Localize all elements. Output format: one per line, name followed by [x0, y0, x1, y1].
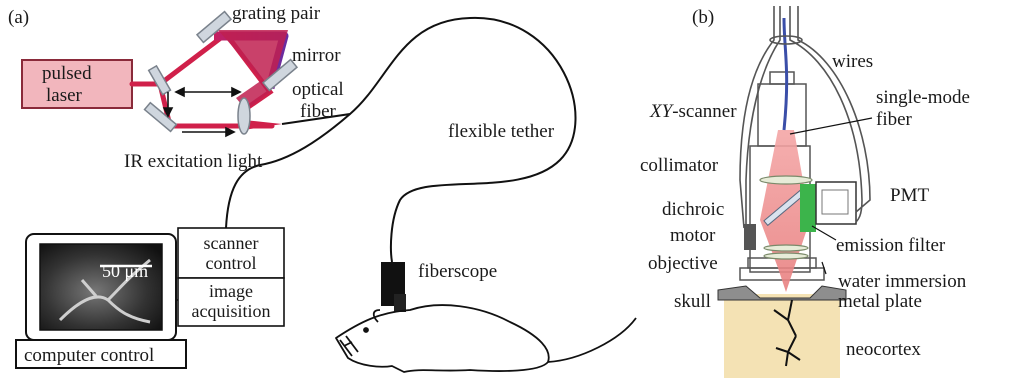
- neocortex-tissue: [724, 294, 840, 378]
- wires-label: wires: [832, 52, 873, 71]
- scale-bar-label: 50 μm: [102, 262, 148, 280]
- panel-a-tag: (a): [8, 8, 29, 27]
- xy-scanner-rest: -scanner: [672, 101, 736, 122]
- optical-fiber-label-1: optical: [292, 80, 344, 99]
- pulsed-laser-label-2: laser: [46, 86, 82, 105]
- emission-filter: [800, 184, 816, 232]
- image-acquisition-label-2: acquisition: [178, 302, 284, 321]
- water-immersion-label: water immersion: [838, 272, 966, 291]
- mirror-label: mirror: [292, 46, 341, 65]
- translation-arrows: [164, 88, 240, 136]
- flexible-tether-label: flexible tether: [448, 122, 554, 141]
- fiberscope-label: fiberscope: [418, 262, 497, 281]
- motor-box: [744, 224, 756, 250]
- xy-scanner-italic: XY: [650, 101, 672, 122]
- metal-plate-label: metal plate: [838, 292, 922, 311]
- optical-fiber-label-2: fiber: [300, 102, 336, 121]
- panel-b-tag: (b): [692, 8, 714, 27]
- rat-drawing: [336, 305, 636, 372]
- computer-control-label: computer control: [24, 346, 154, 365]
- objective-label: objective: [648, 254, 718, 273]
- monitor-screen: [40, 244, 162, 330]
- scanner-control-label-1: scanner: [178, 234, 284, 253]
- scanner-control-label-2: control: [178, 254, 284, 273]
- ir-light-label: IR excitation light: [124, 152, 262, 171]
- motor-label: motor: [670, 226, 715, 245]
- single-mode-label-1: single-mode: [876, 88, 970, 107]
- fiberscope-tip: [394, 294, 406, 312]
- image-acquisition-label-1: image: [178, 282, 284, 301]
- pulsed-laser-label-1: pulsed: [42, 64, 92, 83]
- grating-pair-label: grating pair: [232, 4, 320, 23]
- xy-scanner-label: XY-scanner: [650, 102, 737, 121]
- neocortex-label: neocortex: [846, 340, 921, 359]
- dichroic-label: dichroic: [662, 200, 724, 219]
- skull-label: skull: [674, 292, 711, 311]
- pmt-window: [822, 190, 848, 214]
- skull-plate: [718, 286, 846, 300]
- single-mode-label-2: fiber: [876, 110, 912, 129]
- emission-filter-label: emission filter: [836, 236, 945, 255]
- pmt-label: PMT: [890, 186, 929, 205]
- single-mode-fiber: [784, 18, 787, 130]
- collimator-label: collimator: [640, 156, 718, 175]
